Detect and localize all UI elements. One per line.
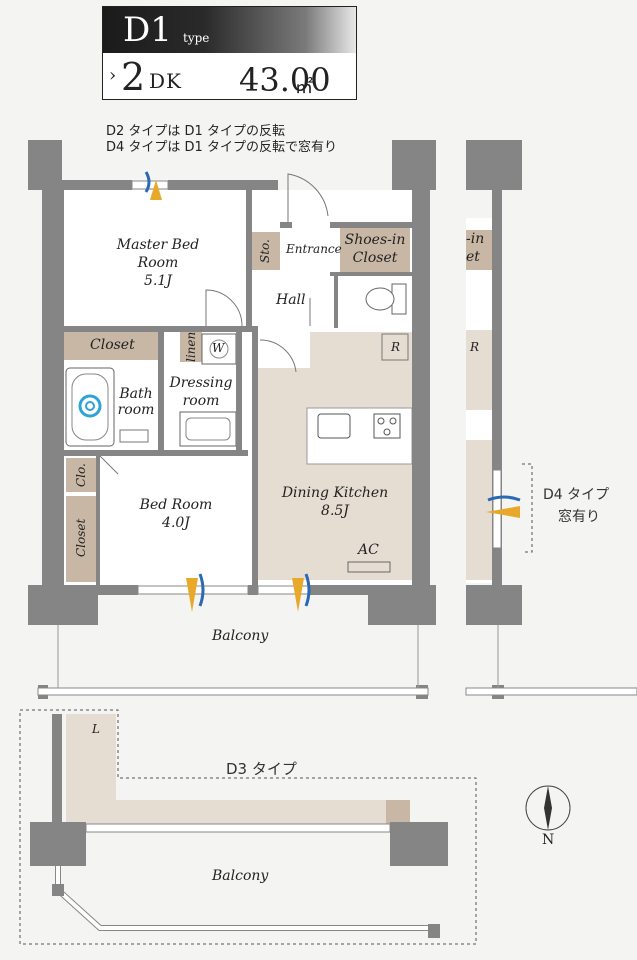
- d3-title: D3 タイプ: [226, 760, 297, 778]
- d4-note-line2: 窓有り: [558, 509, 600, 525]
- room-dining-kitchen: Dining Kitchen 8.5J: [272, 484, 398, 520]
- label-shoes-closet-line2: Closet: [352, 250, 398, 266]
- neighbor-shoes-fragment-2: et: [466, 249, 480, 265]
- type-header: D1 type › 2 DK 43.00 ㎡: [102, 6, 357, 100]
- type-header-band: D1 type: [103, 7, 356, 53]
- neighbor-shoes-fragment-1: -in: [466, 231, 485, 247]
- d3-balcony: Balcony: [212, 868, 269, 884]
- room-bed-room-size: 4.0J: [162, 515, 190, 531]
- neighbor-fridge: R: [470, 340, 480, 354]
- bathtub: [65, 367, 115, 447]
- room-bed-room: Bed Room 4.0J: [126, 496, 226, 532]
- label-entrance: Entrance: [286, 242, 342, 256]
- type-code: D1: [123, 10, 172, 50]
- spiral-icon: [78, 394, 102, 418]
- neighbor-shoes-closet: [466, 230, 492, 270]
- walls: [28, 140, 522, 699]
- label-dressing-line1: Dressing: [169, 375, 233, 391]
- layout-number: 2: [121, 55, 146, 99]
- area-value: 43.00: [239, 61, 331, 99]
- neighbor-dining-floor: [466, 440, 492, 580]
- room-master-bed-size: 5.1J: [144, 273, 172, 289]
- area-unit: ㎡: [295, 77, 313, 98]
- basin-icon: [179, 411, 237, 447]
- hall-notch: [250, 332, 310, 368]
- aircon-icon: [347, 561, 391, 573]
- washer-icon: [201, 333, 237, 365]
- doors: [99, 173, 329, 475]
- room-master-bed-line1: Master Bed: [116, 237, 200, 253]
- label-closet-master: Closet: [90, 337, 135, 353]
- sink-icon: [317, 413, 351, 439]
- label-shoes-closet-line1: Shoes-in: [344, 232, 406, 248]
- d3-l-label: L: [92, 722, 100, 736]
- d4-note-line1: D4 タイプ: [543, 487, 610, 503]
- compass-north: N: [542, 832, 555, 848]
- chevron-right-icon: ›: [109, 65, 117, 86]
- label-hall: Hall: [276, 292, 306, 308]
- neighbor-kitchen-floor: [466, 330, 492, 410]
- label-balcony: Balcony: [212, 628, 269, 644]
- kitchen-counter: [306, 407, 413, 465]
- closet-master: [64, 332, 158, 360]
- label-aircon: AC: [358, 542, 379, 558]
- compass-icon: [525, 785, 571, 831]
- label-dressing-line2: room: [182, 393, 220, 409]
- label-linen: linen: [184, 331, 198, 362]
- balcony-rail: [37, 625, 637, 696]
- label-washer: W: [212, 341, 225, 355]
- closet-small: [66, 458, 96, 492]
- shoes-closet: [340, 228, 410, 272]
- room-bed-room-name: Bed Room: [139, 497, 213, 513]
- stove-icon: [373, 413, 401, 439]
- note-d2: D2 タイプは D1 タイプの反転: [106, 124, 285, 139]
- label-closet-small: Clo.: [74, 463, 88, 487]
- room-dining-kitchen-name: Dining Kitchen: [281, 485, 389, 501]
- label-bath: Bath room: [116, 386, 156, 418]
- layout-kind: DK: [149, 69, 182, 93]
- label-bath-line2: room: [117, 402, 155, 418]
- linen-closet: [180, 332, 202, 362]
- fridge-icon: [381, 333, 409, 361]
- d3-inset: [19, 709, 477, 945]
- label-shoes-closet: Shoes-in Closet: [342, 231, 408, 267]
- note-d4: D4 タイプは D1 タイプの反転で窓有り: [106, 140, 337, 155]
- label-fridge: R: [391, 340, 401, 354]
- type-word: type: [183, 31, 210, 45]
- ventilation-arrows: [144, 171, 521, 612]
- label-dressing: Dressing room: [166, 374, 236, 410]
- label-storage: Sto.: [258, 239, 272, 263]
- room-master-bed-line2: Room: [137, 255, 179, 271]
- storage-closet: [252, 232, 280, 270]
- closet-bedroom: [66, 496, 96, 582]
- room-master-bed: Master Bed Room 5.1J: [108, 236, 208, 290]
- label-bath-line1: Bath: [119, 386, 153, 402]
- room-dining-kitchen-size: 8.5J: [321, 503, 349, 519]
- label-closet-bedroom: Closet: [74, 518, 88, 558]
- d4-bracket: [522, 463, 533, 553]
